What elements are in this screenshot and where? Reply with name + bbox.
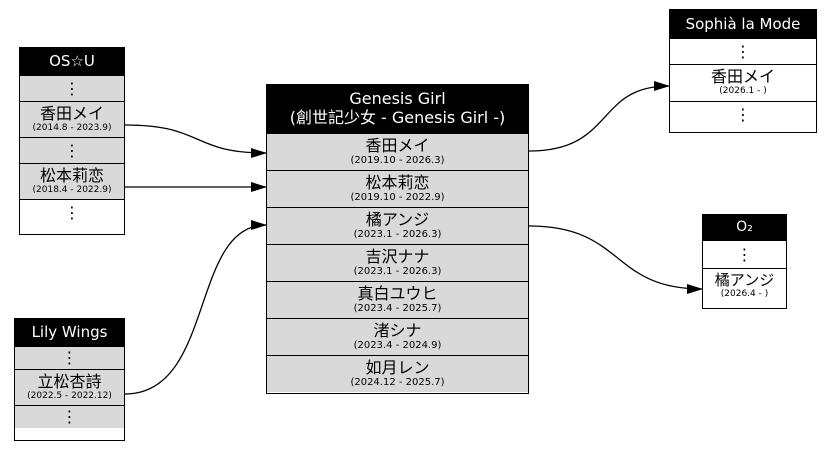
ellipsis-row: ⋮ [670, 101, 816, 127]
member-row: 橘アンジ (2023.1 - 2026.3) [267, 207, 528, 244]
member-row: 如月レン (2024.12 - 2025.7) [267, 355, 528, 392]
ellipsis: ⋮ [64, 140, 80, 160]
member-period: (2023.1 - 2026.3) [353, 265, 442, 277]
member-row: 香田メイ (2026.1 - ) [670, 64, 816, 101]
ellipsis: ⋮ [64, 78, 80, 98]
ellipsis-row: ⋮ [15, 405, 124, 428]
group-header: Genesis Girl (創世記少女 - Genesis Girl -) [267, 85, 528, 133]
group-title: Genesis Girl [349, 89, 446, 108]
edge-gg-kouda-to-slm [528, 81, 670, 152]
member-period: (2026.1 - ) [719, 86, 767, 97]
ellipsis-row: ⋮ [20, 199, 124, 225]
edge-osu-kouda-to-gg [124, 124, 267, 158]
member-period: (2014.8 - 2023.9) [32, 122, 112, 133]
member-name: 渚シナ [373, 320, 422, 340]
edge-lw-tatematsu-to-gg-tachibana [124, 220, 267, 395]
group-title: OS☆U [20, 48, 124, 75]
member-period: (2023.1 - 2026.3) [353, 228, 442, 240]
member-period: (2023.4 - 2024.9) [353, 339, 442, 351]
member-row: 渚シナ (2023.4 - 2024.9) [267, 318, 528, 355]
member-row: 橘アンジ (2026.4 - ) [703, 268, 786, 304]
member-row: 香田メイ (2019.10 - 2026.3) [267, 133, 528, 170]
member-period: (2018.4 - 2022.9) [32, 184, 112, 195]
group-title: Lily Wings [15, 319, 124, 346]
member-row: 吉沢ナナ (2023.1 - 2026.3) [267, 244, 528, 281]
member-row: 真白ユウヒ (2023.4 - 2025.7) [267, 281, 528, 318]
member-name: 香田メイ [710, 67, 775, 87]
member-name: 如月レン [365, 357, 430, 377]
ellipsis: ⋮ [64, 202, 80, 222]
ellipsis-row: ⋮ [703, 240, 786, 268]
group-genesis-girl: Genesis Girl (創世記少女 - Genesis Girl -) 香田… [266, 84, 529, 394]
member-row: 松本莉恋 (2018.4 - 2022.9) [20, 163, 124, 199]
group-lily-wings: Lily Wings ⋮ 立松杏詩 (2022.5 - 2022.12) ⋮ [14, 318, 125, 441]
member-row: 松本莉恋 (2019.10 - 2022.9) [267, 170, 528, 207]
member-row: 香田メイ (2014.8 - 2023.9) [20, 101, 124, 137]
group-sophia-la-mode: Sophià la Mode ⋮ 香田メイ (2026.1 - ) ⋮ [669, 9, 817, 133]
member-period: (2019.10 - 2026.3) [350, 154, 445, 166]
member-name: 橘アンジ [365, 209, 430, 229]
member-row: 立松杏詩 (2022.5 - 2022.12) [15, 369, 124, 405]
ellipsis-row: ⋮ [20, 75, 124, 101]
ellipsis-row: ⋮ [15, 346, 124, 369]
member-name: 香田メイ [365, 135, 430, 155]
member-name: 松本莉恋 [365, 172, 430, 192]
group-subtitle: (創世記少女 - Genesis Girl -) [289, 108, 506, 127]
member-period: (2024.12 - 2025.7) [350, 376, 445, 388]
member-period: (2023.4 - 2025.7) [353, 302, 442, 314]
member-name: 立松杏詩 [37, 371, 102, 391]
member-name: 吉沢ナナ [365, 246, 430, 266]
ellipsis: ⋮ [61, 348, 78, 367]
member-name: 松本莉恋 [39, 165, 104, 185]
group-os-u: OS☆U ⋮ 香田メイ (2014.8 - 2023.9) ⋮ 松本莉恋 (20… [19, 47, 125, 235]
group-o2: O₂ ⋮ 橘アンジ (2026.4 - ) [702, 214, 787, 309]
ellipsis: ⋮ [735, 104, 751, 124]
ellipsis-row: ⋮ [670, 38, 816, 64]
ellipsis: ⋮ [736, 244, 753, 264]
member-period: (2026.4 - ) [720, 289, 769, 300]
member-name: 真白ユウヒ [357, 283, 438, 303]
member-name: 橘アンジ [714, 271, 775, 290]
group-title: O₂ [703, 215, 786, 240]
edge-gg-tachibana-to-o2 [528, 225, 703, 294]
ellipsis: ⋮ [61, 407, 78, 426]
ellipsis-row: ⋮ [20, 137, 124, 163]
group-title: Sophià la Mode [670, 10, 816, 38]
member-name: 香田メイ [39, 103, 104, 123]
member-period: (2022.5 - 2022.12) [27, 390, 112, 401]
member-period: (2019.10 - 2022.9) [350, 191, 445, 203]
ellipsis: ⋮ [735, 41, 751, 61]
